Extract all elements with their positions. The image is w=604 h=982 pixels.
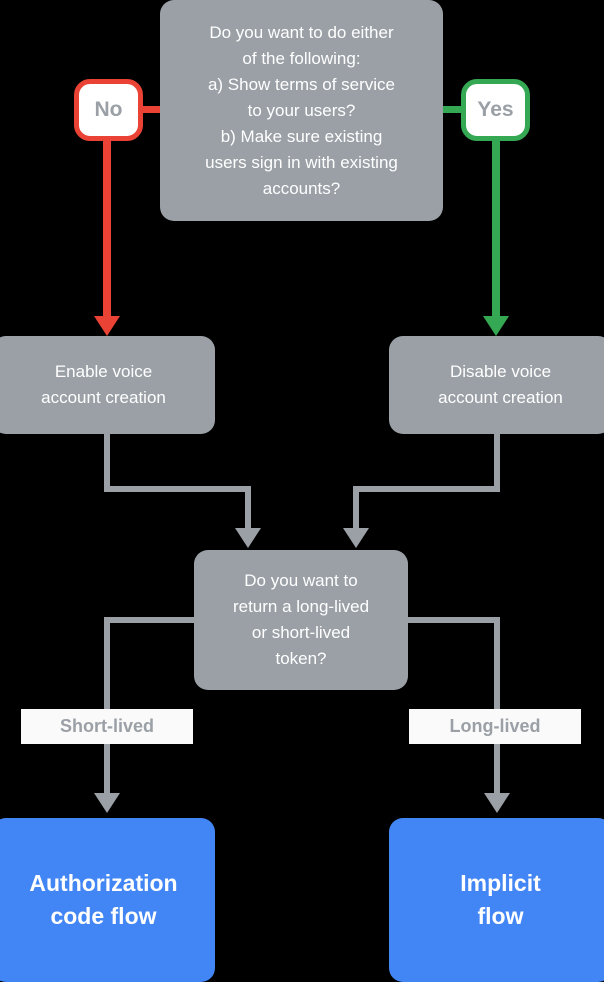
- edge-label-short-lived-text: Short-lived: [59, 716, 154, 736]
- connector-enable-drop: [245, 486, 251, 534]
- badge-no-label: No: [94, 98, 123, 121]
- connector-long-down: [494, 617, 500, 799]
- node-enable-voice[interactable]: Enable voice account creation: [0, 336, 215, 434]
- badge-yes-label: Yes: [477, 98, 514, 121]
- node-disable-voice-text: Disable voice account creation: [438, 362, 563, 407]
- arrow-disable-to-token: [343, 528, 369, 548]
- connector-short-down: [104, 617, 110, 799]
- node-question-top-text: Do you want to do either of the followin…: [205, 22, 398, 198]
- connector-no-vertical: [103, 136, 111, 320]
- edge-label-short-lived: Short-lived: [21, 709, 193, 744]
- edge-label-long-lived: Long-lived: [409, 709, 581, 744]
- connector-enable-across: [104, 486, 251, 492]
- connector-yes-stub: [437, 106, 463, 113]
- node-question-token[interactable]: Do you want to return a long-lived or sh…: [194, 550, 408, 690]
- edge-label-long-lived-text: Long-lived: [449, 716, 541, 736]
- connector-disable-down: [494, 432, 500, 492]
- arrow-enable-to-token: [235, 528, 261, 548]
- connector-no-stub: [139, 106, 165, 113]
- connector-enable-down: [104, 432, 110, 492]
- node-disable-voice[interactable]: Disable voice account creation: [389, 336, 604, 434]
- badge-yes[interactable]: Yes: [461, 79, 530, 141]
- arrow-short-to-authcode: [94, 793, 120, 813]
- node-enable-voice-text: Enable voice account creation: [41, 362, 166, 407]
- badge-no[interactable]: No: [74, 79, 143, 141]
- connector-yes-vertical: [492, 136, 500, 320]
- arrow-no-to-enable: [94, 316, 120, 336]
- connector-long-across: [405, 617, 500, 623]
- connector-disable-across: [353, 486, 500, 492]
- node-authorization-code-flow-text: Authorization code flow: [29, 870, 178, 929]
- node-question-token-text: Do you want to return a long-lived or sh…: [232, 571, 370, 668]
- node-authorization-code-flow[interactable]: Authorization code flow: [0, 818, 215, 982]
- connector-disable-drop: [353, 486, 359, 534]
- node-implicit-flow[interactable]: Implicit flow: [389, 818, 604, 982]
- node-question-top[interactable]: Do you want to do either of the followin…: [160, 0, 443, 221]
- connector-short-across: [104, 617, 199, 623]
- arrow-long-to-implicit: [484, 793, 510, 813]
- arrow-yes-to-disable: [483, 316, 509, 336]
- node-implicit-flow-text: Implicit flow: [460, 870, 541, 929]
